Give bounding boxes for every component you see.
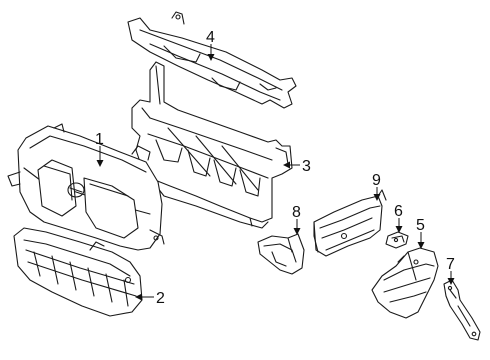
arrow-9 [373,194,381,201]
callout-1: 1 [95,131,104,148]
callout-6: 6 [394,203,403,220]
arrow-2 [135,293,142,301]
part-1-grille-assembly [7,123,165,251]
callout-leaders [96,44,455,301]
part-2-lower-air-duct [13,227,143,317]
part-9-side-air-guide [313,189,387,257]
callout-3: 3 [302,158,311,175]
arrow-3 [283,161,290,169]
part-7-mounting-strut [443,279,481,341]
callout-2: 2 [156,290,165,307]
arrow-8 [293,228,301,235]
part-6-clip [385,231,409,249]
part-4-upper-support-bar [127,11,297,109]
arrow-5 [417,242,425,249]
arrow-7 [447,278,455,285]
callout-8: 8 [292,204,301,221]
callout-4: 4 [206,29,215,46]
callout-numbers: 1 2 3 4 5 6 7 8 9 [95,29,455,307]
callout-9: 9 [372,172,381,189]
callout-5: 5 [416,217,425,234]
part-8-bracket [257,233,305,275]
arrow-6 [395,226,403,233]
arrow-1 [96,160,104,167]
callout-7: 7 [446,256,455,273]
arrow-4 [207,54,215,61]
part-5-deflector [371,247,439,319]
